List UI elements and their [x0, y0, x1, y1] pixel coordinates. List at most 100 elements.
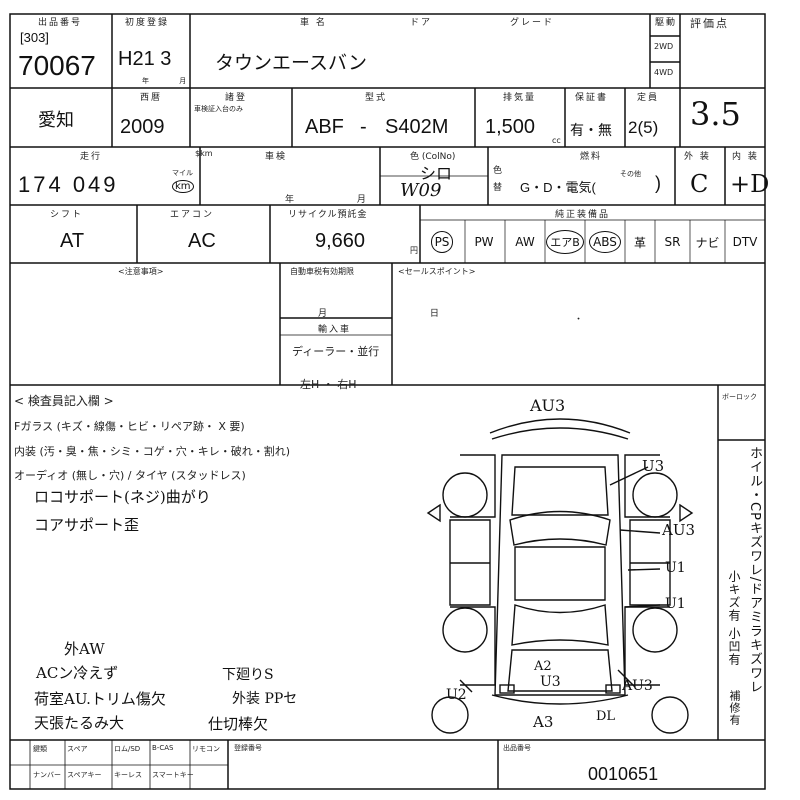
equipment-leather: 革 — [633, 235, 646, 250]
drive-label: 駆動 — [655, 18, 678, 28]
equipment-ps: PS — [421, 228, 463, 256]
footer-bcas: B-CAS — [152, 744, 174, 752]
first-reg-value: H21 3 — [118, 48, 172, 70]
footer-spare-key: スペアキー — [67, 771, 102, 779]
expiry-unit: 月 日 — [318, 309, 489, 319]
roof-shape — [514, 546, 606, 601]
note-2: コアサポート歪 — [34, 516, 140, 534]
right-vertical-1: ホイル・CPキズワレ/ドアミラキズワレ — [747, 446, 762, 695]
note-5: 下廻りS — [222, 667, 274, 683]
diagram-a3: A3 — [533, 713, 554, 731]
wheel-front-left — [442, 472, 488, 518]
fuel-close: ) — [655, 173, 661, 193]
fuel-value: G・D・電気( — [520, 180, 596, 195]
score-label: 評価点 — [690, 17, 729, 30]
diagram-right-u1b: U1 — [665, 596, 686, 612]
spare-wheel-left — [431, 696, 469, 734]
warranty-label: 保証書 — [575, 93, 609, 103]
interior-value: +D — [730, 170, 770, 198]
equipment-aw: AW — [515, 235, 535, 249]
capacity-label: 定員 — [637, 93, 660, 103]
footer-reg-no-label: 登録番号 — [234, 744, 262, 752]
right-doors-shape — [629, 519, 671, 606]
hood-shape — [511, 466, 609, 516]
note-7: 外装 PPセ — [232, 691, 298, 707]
footer-number: ナンバー — [33, 771, 61, 779]
year-label: 西暦 — [140, 93, 163, 103]
color-label: 色 (ColNo) — [410, 152, 456, 162]
footer-keys: 鍵類 — [33, 745, 47, 753]
diagram-top-au3: AU3 — [530, 396, 566, 415]
note-8: 天張たるみ大 — [34, 714, 125, 732]
color-change: 色 替 — [493, 166, 503, 193]
lot-sub: [303] — [20, 30, 49, 45]
equipment-pw: PW — [474, 235, 494, 249]
type-prefix: ABF — [305, 116, 344, 138]
diagram-right-au3: AU3 — [662, 521, 696, 539]
inspector-title: < 検査員記入欄 > — [14, 394, 114, 408]
equipment-dtv: DTV — [732, 235, 758, 249]
recycle-label: リサイクル預託金 — [288, 210, 368, 220]
sales-point-label: <セールスポイント> — [398, 267, 476, 276]
first-reg-unit: 年 月 — [142, 77, 201, 85]
steering-value: 左H ・ 右H — [300, 378, 357, 391]
drive-4wd: 4WD — [654, 68, 674, 77]
mileage-value: 174 049 — [18, 172, 119, 197]
model-name-label: 車 名 — [300, 18, 327, 28]
mileage-mile: マイル — [172, 169, 193, 177]
exterior-value: C — [690, 170, 709, 198]
shift-value: AT — [60, 230, 85, 252]
caution-label: <注意事項> — [118, 267, 164, 276]
cert-label: 諸登 — [225, 93, 248, 103]
equipment-airbag: エアB — [544, 228, 586, 256]
color-code: W09 — [400, 180, 442, 201]
cc-value: 1,500 — [485, 116, 536, 138]
diagram-right-u3: U3 — [642, 457, 665, 475]
footer-keyless: キーレス — [114, 771, 142, 779]
inspection-label: 車検 — [265, 152, 288, 162]
import-value: ディーラー・並行 — [292, 345, 380, 358]
sales-dot: ・ — [574, 315, 584, 325]
type-dash: - — [360, 116, 367, 138]
mileage-label: 走行 — [80, 152, 103, 162]
lot-number: 70067 — [18, 50, 96, 81]
diagram-u3-bottom: U3 — [540, 674, 561, 690]
cc-label: 排気量 — [503, 93, 537, 103]
fuel-other: その他 — [620, 170, 641, 178]
year-value: 2009 — [120, 116, 165, 138]
cc-unit: cc — [552, 136, 561, 145]
type-label: 型式 — [365, 93, 388, 103]
note-3: 外AW — [64, 640, 105, 658]
ac-value: AC — [188, 230, 216, 252]
warranty-value: 有・無 — [570, 122, 612, 138]
diagram-a2: A2 — [534, 659, 552, 674]
interior-label: 内 装 — [732, 152, 759, 162]
left-doors-shape — [449, 519, 491, 606]
recycle-unit: 円 — [410, 246, 418, 255]
equipment-sr: SR — [664, 235, 681, 249]
recycle-value: 9,660 — [315, 230, 366, 252]
mileage-unit-label: $km — [195, 149, 213, 158]
import-label: 輸入車 — [318, 325, 352, 335]
diagram-right-u1a: U1 — [665, 560, 686, 576]
equipment-navi: ナビ — [695, 235, 720, 250]
diagram-u2: U2 — [446, 687, 467, 703]
lot-label: 出品番号 — [38, 18, 83, 28]
right-vertical-2: 小キズ有 小凹有 — [727, 570, 741, 666]
car-diagram — [426, 418, 694, 734]
exterior-label: 外 装 — [684, 152, 711, 162]
color-value: シロ — [420, 166, 453, 183]
shift-label: シフト — [50, 210, 84, 220]
inspection-unit: 年 月 — [285, 195, 396, 205]
windshield-shape — [509, 510, 611, 546]
capacity-value: 2(5) — [628, 118, 659, 137]
diagram-au3-bottom: AU3 — [622, 678, 653, 694]
cert-sub: 車検証入台のみ — [194, 105, 243, 113]
note-1: ロコサポート(ネジ)曲がり — [34, 488, 211, 506]
expiry-label: 自動車税有効期限 — [290, 267, 354, 276]
footer-smart-key: スマートキー — [152, 771, 194, 779]
rear-door-shape — [507, 649, 613, 692]
dealer-label: ボーロック — [722, 393, 757, 401]
wheel-rear-right — [632, 607, 678, 653]
equipment-abs: ABS — [584, 228, 626, 256]
